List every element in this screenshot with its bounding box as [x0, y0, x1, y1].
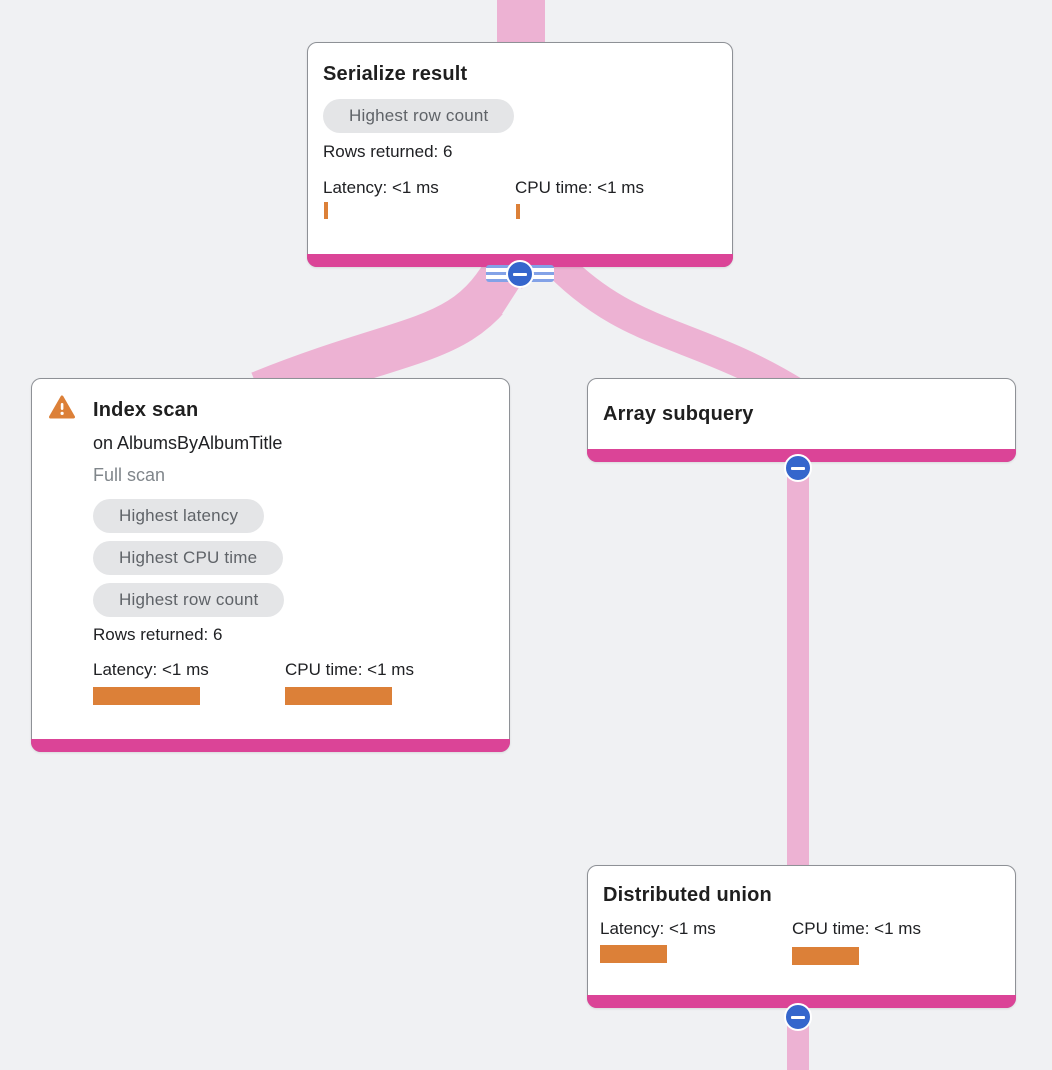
node-distributed-union[interactable]: Distributed union Latency: <1 ms CPU tim… [587, 865, 1016, 1008]
full-scan-label: Full scan [93, 465, 166, 485]
latency-bar [600, 945, 667, 963]
node-accent-bar [587, 995, 1016, 1008]
rows-returned-label: Rows returned: 6 [93, 625, 223, 644]
cpu-time-bar [792, 947, 859, 965]
node-serialize-result[interactable]: Serialize result Highest row count Rows … [307, 42, 733, 267]
node-index-scan[interactable]: Index scan on AlbumsByAlbumTitle Full sc… [31, 378, 510, 752]
edge-serialize-to-array-subquery [539, 245, 806, 407]
cpu-time-label: CPU time: <1 ms [515, 178, 644, 197]
cpu-time-label: CPU time: <1 ms [285, 660, 414, 679]
minus-icon [513, 272, 527, 276]
node-title: Index scan [93, 399, 199, 421]
status-badge: Highest row count [93, 583, 285, 617]
latency-label: Latency: <1 ms [93, 660, 209, 679]
cpu-time-bar [516, 204, 520, 219]
node-title: Serialize result [323, 63, 468, 85]
minus-icon [791, 1015, 805, 1019]
collapse-button-distributed-union[interactable] [784, 1003, 812, 1031]
minus-icon [791, 466, 805, 470]
latency-bar [93, 687, 200, 705]
edge-serialize-to-index-scan [251, 245, 535, 416]
collapse-button-array-subquery[interactable] [784, 454, 812, 482]
node-array-subquery[interactable]: Array subquery [587, 378, 1016, 462]
status-badge: Highest row count [323, 99, 515, 133]
latency-bar [324, 202, 328, 219]
edge-array-subquery-to-distributed-union [787, 450, 809, 870]
node-title: Array subquery [603, 403, 754, 425]
edge-into-serialize-result [497, 0, 545, 44]
status-badge: Highest CPU time [93, 541, 284, 575]
latency-label: Latency: <1 ms [323, 178, 439, 197]
node-subtitle: on AlbumsByAlbumTitle [93, 433, 283, 453]
node-accent-bar [31, 739, 510, 752]
node-title: Distributed union [603, 884, 772, 906]
rows-returned-label: Rows returned: 6 [323, 142, 453, 161]
latency-label: Latency: <1 ms [600, 919, 716, 938]
cpu-time-label: CPU time: <1 ms [792, 919, 921, 938]
collapse-button-serialize-result[interactable] [506, 260, 534, 288]
status-badge: Highest latency [93, 499, 265, 533]
cpu-time-bar [285, 687, 392, 705]
warning-icon [49, 395, 75, 424]
